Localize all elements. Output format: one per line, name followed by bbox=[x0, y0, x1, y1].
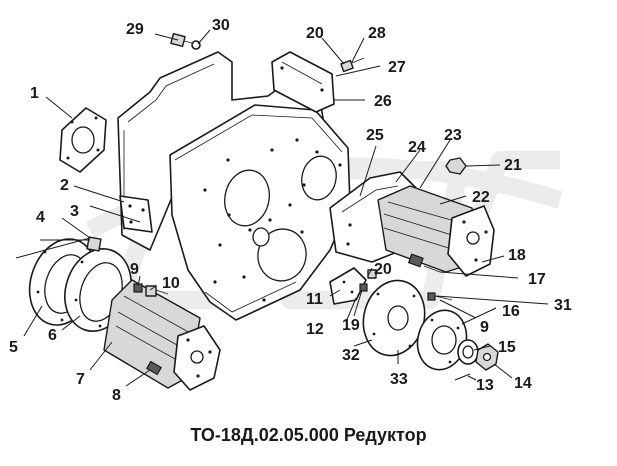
callout-11: 11 bbox=[306, 291, 323, 308]
callout-13: 13 bbox=[476, 377, 494, 394]
part-14-nut bbox=[475, 343, 499, 371]
callout-22: 22 bbox=[472, 189, 490, 206]
part-4-plug bbox=[86, 236, 102, 252]
bolt-29 bbox=[170, 32, 201, 50]
part-33-housing bbox=[362, 279, 426, 357]
callout-24: 24 bbox=[408, 139, 426, 156]
callout-6: 6 bbox=[48, 327, 57, 344]
callout-7: 7 bbox=[76, 371, 85, 388]
callout-31: 31 bbox=[554, 297, 572, 314]
callout-20-lower: 20 bbox=[374, 261, 392, 278]
callout-30: 30 bbox=[212, 17, 230, 34]
part-31-bolts bbox=[427, 292, 453, 301]
callout-26: 26 bbox=[374, 93, 392, 110]
part-20-19-bolts bbox=[359, 269, 377, 292]
part-21-nut bbox=[445, 157, 467, 175]
part-1-flange bbox=[59, 107, 107, 173]
callout-28: 28 bbox=[368, 25, 386, 42]
part-8-fitting bbox=[145, 360, 163, 376]
callout-15: 15 bbox=[498, 339, 516, 356]
part-16-flange bbox=[416, 309, 468, 371]
callout-12: 12 bbox=[306, 321, 324, 338]
callout-2: 2 bbox=[60, 177, 69, 194]
callout-21: 21 bbox=[504, 157, 522, 174]
callout-18: 18 bbox=[508, 247, 526, 264]
callout-17: 17 bbox=[528, 271, 546, 288]
part-7-motor-left bbox=[103, 279, 221, 391]
callout-9-right: 9 bbox=[480, 319, 489, 336]
part-13-pin bbox=[454, 373, 471, 381]
callout-1: 1 bbox=[30, 85, 39, 102]
callout-23: 23 bbox=[444, 127, 462, 144]
part-18-fitting bbox=[407, 253, 441, 273]
callout-10: 10 bbox=[162, 275, 180, 292]
callout-3: 3 bbox=[70, 203, 79, 220]
callout-16: 16 bbox=[502, 303, 520, 320]
callout-4: 4 bbox=[36, 209, 45, 226]
right-motor bbox=[377, 185, 495, 277]
callout-9-left: 9 bbox=[130, 261, 139, 278]
callout-29: 29 bbox=[126, 21, 144, 38]
drawing-caption: ТО-18Д.02.05.000 Редуктор bbox=[190, 425, 427, 445]
callout-8: 8 bbox=[112, 387, 121, 404]
callout-5: 5 bbox=[9, 339, 18, 356]
callout-labels: 1 2 3 4 5 6 7 8 9 10 11 12 13 14 15 16 1… bbox=[9, 17, 572, 404]
leader-lines bbox=[15, 29, 549, 387]
side-plate bbox=[119, 195, 153, 233]
callout-32: 32 bbox=[342, 347, 360, 364]
main-housing bbox=[169, 104, 351, 321]
callout-33: 33 bbox=[390, 371, 408, 388]
callout-25: 25 bbox=[366, 127, 384, 144]
part-15-ring bbox=[457, 339, 479, 365]
callout-20-upper: 20 bbox=[306, 25, 324, 42]
mounting-plate bbox=[271, 51, 335, 113]
callout-19: 19 bbox=[342, 317, 360, 334]
callout-27: 27 bbox=[388, 59, 406, 76]
callout-14: 14 bbox=[514, 375, 532, 392]
